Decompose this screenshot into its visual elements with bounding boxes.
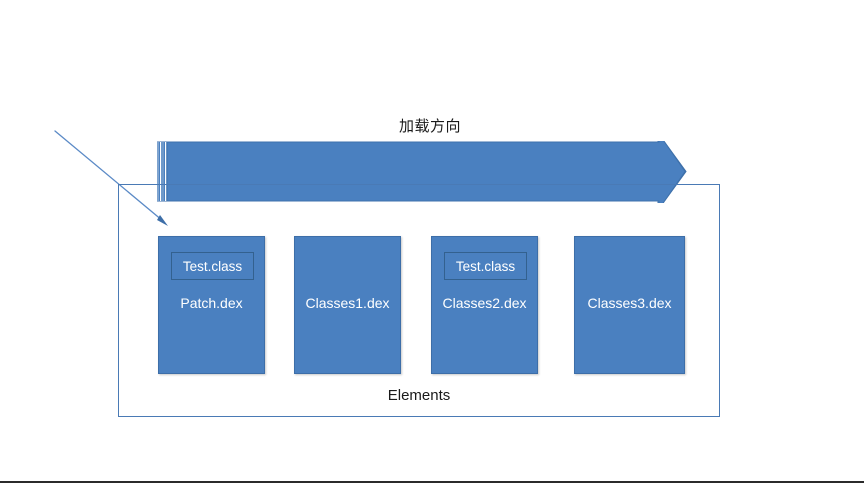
dex-box-label: Patch.dex bbox=[180, 295, 243, 311]
dex-box-classes1[interactable]: Classes1.dex bbox=[294, 236, 401, 374]
elements-label: Elements bbox=[387, 387, 451, 404]
dex-box-classes3[interactable]: Classes3.dex bbox=[574, 236, 685, 374]
dex-box-label: Classes1.dex bbox=[305, 295, 390, 311]
inner-class-box[interactable]: Test.class bbox=[444, 252, 527, 280]
elements-container: Elements bbox=[118, 184, 720, 417]
arrow-caption-label: 加载方向 bbox=[398, 118, 461, 135]
inner-class-box[interactable]: Test.class bbox=[171, 252, 254, 280]
bottom-divider bbox=[0, 481, 864, 483]
dex-box-classes2[interactable]: Test.class Classes2.dex bbox=[431, 236, 538, 374]
dex-box-row: Test.class Patch.dex Classes1.dex Test.c… bbox=[158, 236, 685, 374]
dex-box-patch[interactable]: Test.class Patch.dex bbox=[158, 236, 265, 374]
dex-box-label: Classes3.dex bbox=[587, 295, 672, 311]
dex-box-label: Classes2.dex bbox=[442, 295, 527, 311]
